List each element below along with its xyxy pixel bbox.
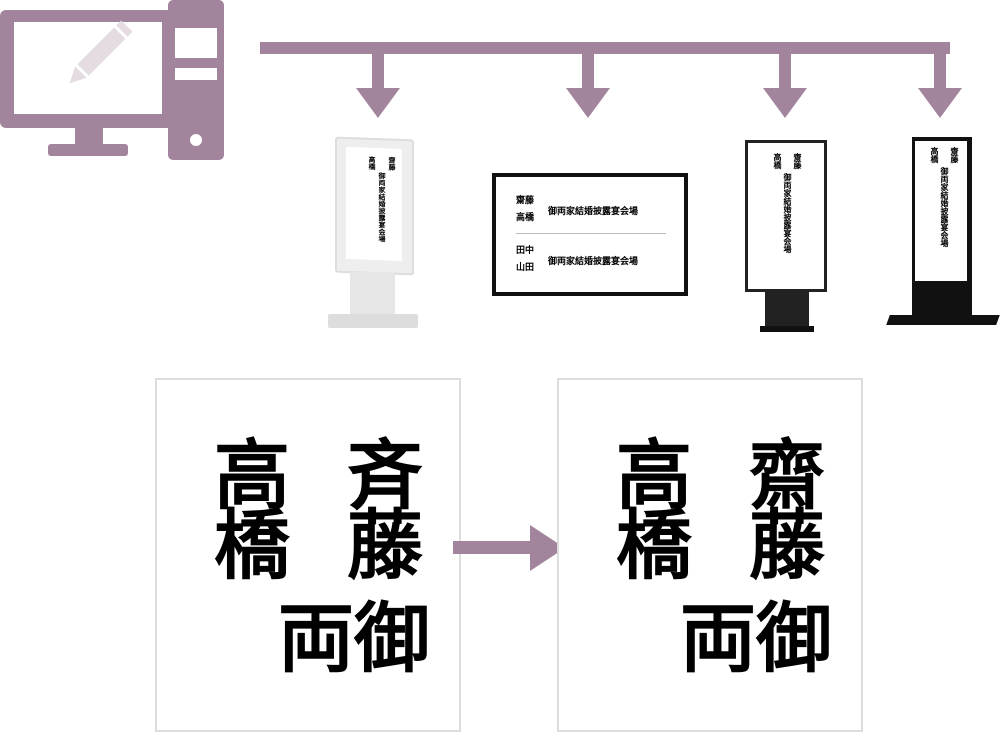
sign-name: 山田	[516, 263, 535, 274]
before-panel: 高橋 斉藤 御両	[155, 378, 461, 732]
sign-name: 齋藤	[793, 153, 803, 169]
distribution-arrows	[260, 42, 962, 118]
stand-sign-black: 齋藤 高橋 御両家結婚披露宴会場	[745, 140, 827, 292]
venue-partial: 御両	[265, 598, 430, 668]
sign-name: 高橋	[368, 155, 377, 171]
sign-venue: 御両家結婚披露宴会場	[940, 167, 950, 247]
arrow-right-icon	[453, 525, 565, 571]
after-panel: 高橋 齋藤 御両	[557, 378, 863, 732]
name-right: 斉藤	[334, 435, 423, 575]
name-right: 齋藤	[736, 435, 825, 575]
horizontal-sign: 齋藤 高橋 御両家結婚披露宴会場 田中 山田 御両家結婚披露宴会場	[492, 173, 688, 296]
kiosk-sign-white: 齋藤 高橋 御両家結婚披露宴会場	[335, 136, 414, 276]
sign-name: 齋藤	[388, 156, 397, 171]
sign-name: 齋藤	[516, 196, 535, 206]
sign-name: 齋藤	[950, 147, 960, 163]
sign-name: 田中	[516, 246, 535, 256]
sign-name: 高橋	[516, 213, 535, 224]
venue-partial: 御両	[667, 598, 832, 668]
name-left: 高橋	[201, 435, 290, 575]
sign-venue: 御両家結婚披露宴会場	[378, 172, 387, 243]
name-left: 高橋	[603, 435, 692, 575]
tall-sign-black: 齋藤 高橋 御両家結婚披露宴会場	[912, 137, 972, 317]
computer-edit-icon	[0, 0, 224, 160]
sign-venue: 御両家結婚披露宴会場	[548, 257, 639, 267]
sign-venue: 御両家結婚披露宴会場	[548, 207, 639, 217]
sign-venue: 御両家結婚披露宴会場	[783, 173, 793, 253]
sign-name: 高橋	[773, 153, 783, 169]
sign-name: 高橋	[930, 147, 940, 163]
